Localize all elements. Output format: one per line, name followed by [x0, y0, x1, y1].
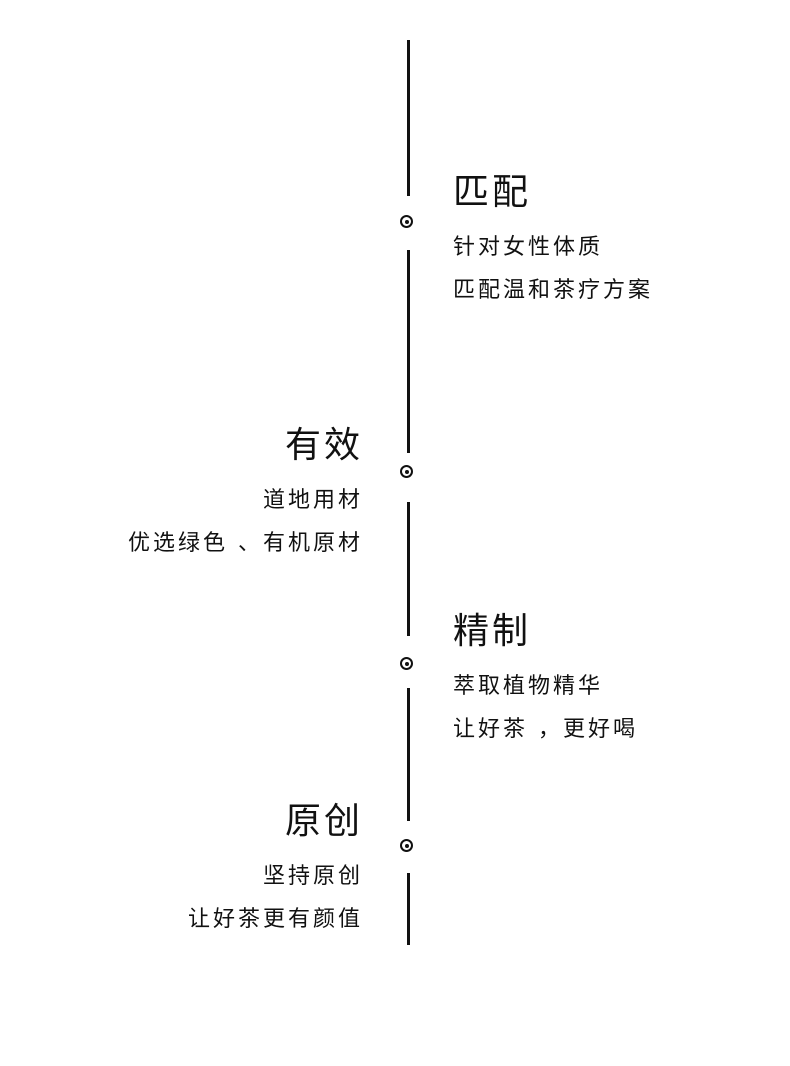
timeline-line-segment — [407, 688, 410, 821]
item-desc-line: 优选绿色 、有机原材 — [128, 531, 363, 556]
timeline-item-refined: 精制 萃取植物精华 让好茶 ，更好喝 — [453, 611, 638, 751]
item-desc-line: 让好茶 ，更好喝 — [453, 717, 638, 742]
item-desc-line: 道地用材 — [262, 488, 363, 513]
item-desc-line: 坚持原创 — [262, 864, 363, 889]
timeline-node-icon — [400, 839, 413, 852]
item-title: 原创 — [284, 801, 363, 842]
timeline-line-segment — [407, 873, 410, 945]
item-title: 匹配 — [453, 172, 532, 213]
timeline-line-segment — [407, 250, 410, 453]
item-title: 有效 — [284, 425, 363, 466]
item-title: 精制 — [453, 611, 532, 652]
timeline-line-segment — [407, 40, 410, 196]
item-desc-line: 萃取植物精华 — [453, 674, 604, 699]
item-desc-line: 针对女性体质 — [453, 235, 604, 260]
timeline-item-effective: 有效 道地用材 优选绿色 、有机原材 — [128, 425, 363, 565]
timeline-node-icon — [400, 657, 413, 670]
timeline-item-original: 原创 坚持原创 让好茶更有颜值 — [188, 801, 363, 941]
timeline-item-match: 匹配 针对女性体质 匹配温和茶疗方案 — [453, 172, 653, 312]
timeline-node-icon — [400, 465, 413, 478]
timeline-line-segment — [407, 502, 410, 636]
item-desc-line: 让好茶更有颜值 — [187, 907, 363, 932]
timeline-node-icon — [400, 215, 413, 228]
item-desc-line: 匹配温和茶疗方案 — [453, 278, 654, 303]
